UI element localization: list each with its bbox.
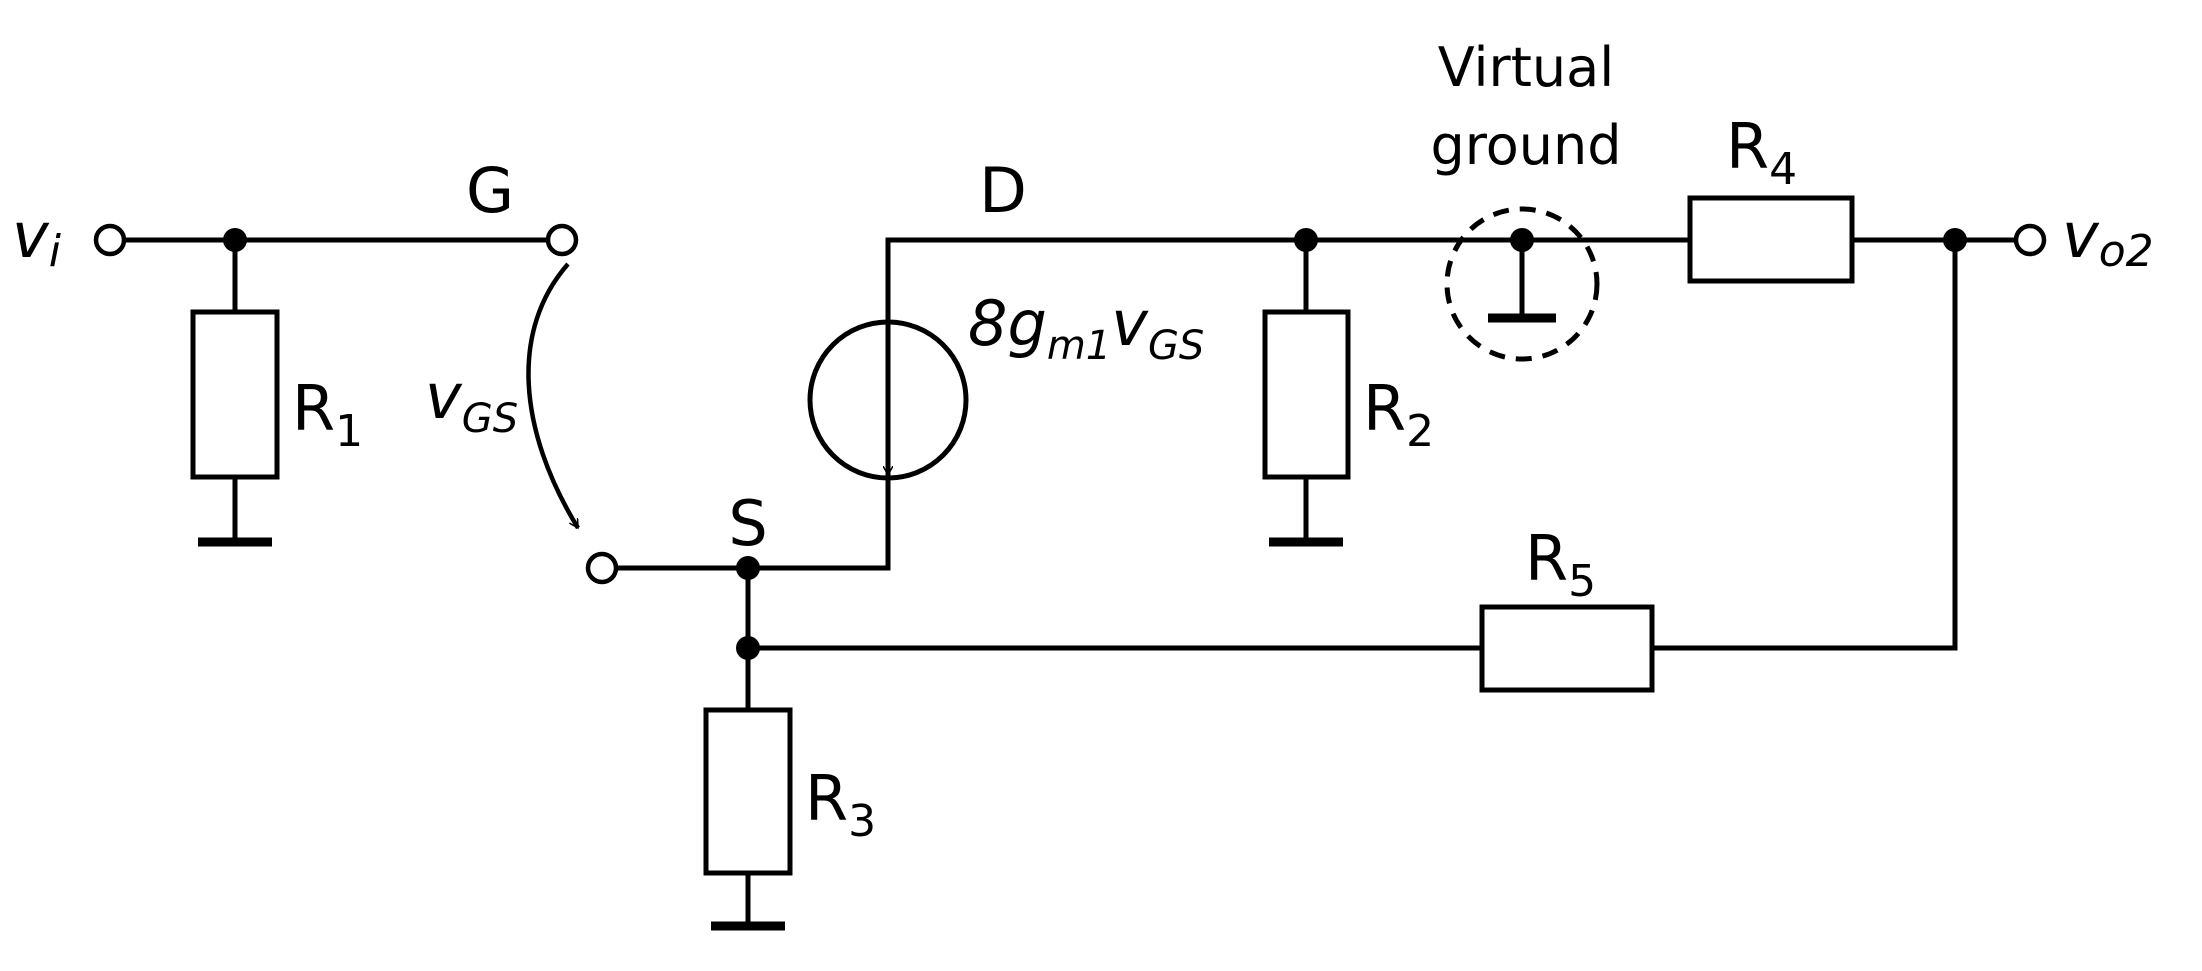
label-node-g: G bbox=[466, 154, 514, 227]
label-vgs: vGS bbox=[425, 360, 518, 442]
vgs-curved-arrow bbox=[526, 262, 580, 528]
label-virtual-ground-line1: Virtual bbox=[1438, 36, 1614, 99]
resistor-r1 bbox=[190, 309, 280, 480]
wire-feedback-right bbox=[1649, 237, 1958, 651]
junction-s bbox=[736, 556, 760, 580]
terminal-s bbox=[585, 551, 619, 585]
junction-output bbox=[1943, 228, 1967, 252]
terminal-g bbox=[545, 223, 579, 257]
terminal-vo2 bbox=[2013, 223, 2047, 257]
label-vi: vi bbox=[12, 199, 62, 277]
nodes bbox=[93, 223, 2047, 660]
resistor-r3 bbox=[703, 707, 793, 876]
label-node-s: S bbox=[728, 487, 767, 560]
label-r1: R1 bbox=[292, 372, 363, 457]
virtual-ground-ring bbox=[1444, 206, 1600, 362]
label-vo2: vo2 bbox=[2062, 199, 2154, 277]
resistor-r2 bbox=[1262, 309, 1351, 480]
junction-virtual-ground bbox=[1510, 228, 1534, 252]
label-virtual-ground-line2: ground bbox=[1430, 114, 1621, 177]
components bbox=[190, 195, 1855, 931]
junction-r2 bbox=[1294, 228, 1318, 252]
resistor-r4 bbox=[1687, 195, 1855, 284]
label-dependent-source: 8gm1vGS bbox=[968, 287, 1204, 369]
junction-feedback bbox=[736, 636, 760, 660]
label-node-d: D bbox=[979, 154, 1027, 227]
terminal-vi bbox=[93, 223, 127, 257]
label-r3: R3 bbox=[805, 762, 876, 847]
label-r5: R5 bbox=[1525, 522, 1596, 607]
junction-r1 bbox=[223, 228, 247, 252]
virtual-ground bbox=[1444, 206, 1600, 362]
dependent-current-source bbox=[807, 319, 969, 481]
labels: vi vo2 G D S vGS 8gm1vGS Virtual ground … bbox=[12, 36, 2154, 847]
label-r2: R2 bbox=[1363, 372, 1434, 457]
label-r4: R4 bbox=[1726, 110, 1797, 195]
resistor-r5 bbox=[1479, 604, 1655, 693]
